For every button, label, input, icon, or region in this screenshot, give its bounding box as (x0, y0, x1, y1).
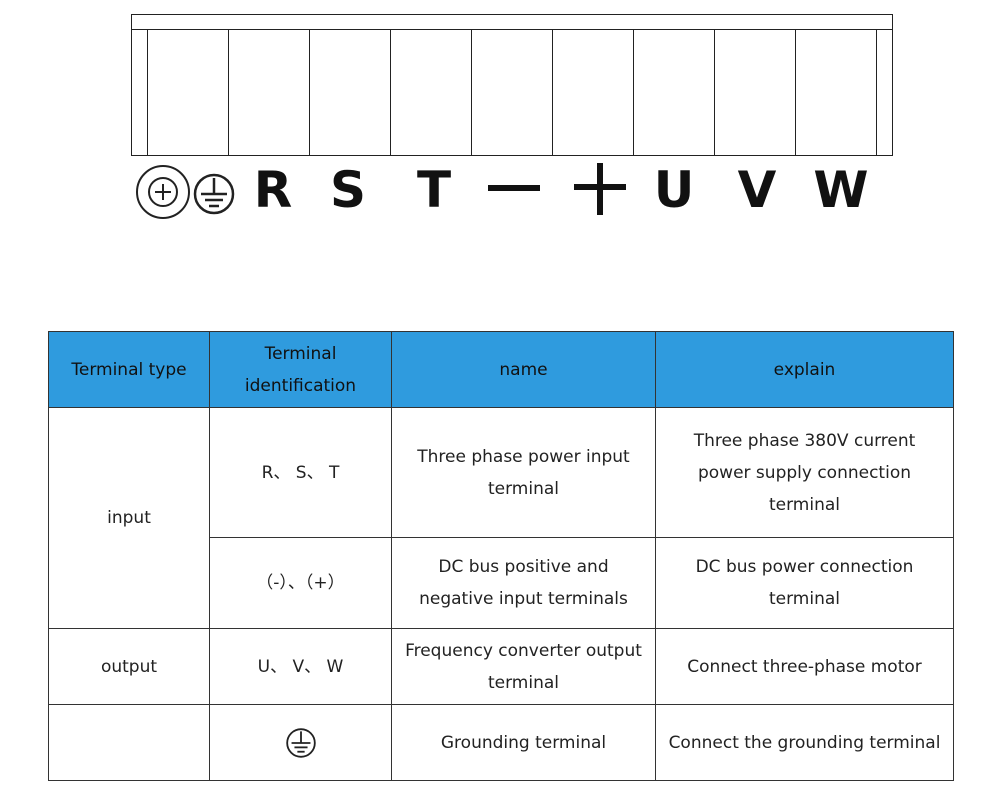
terminal-slot-divider (471, 29, 472, 155)
cell-name: Frequency converter output terminal (391, 628, 656, 705)
cell-terminal-type: output (48, 628, 210, 705)
terminal-block-top-rail (132, 15, 892, 30)
cell-explain: Three phase 380V current power supply co… (655, 407, 954, 538)
cell-name: DC bus positive and negative input termi… (391, 537, 656, 629)
table-row: output U、 V、 W Frequency converter outpu… (48, 628, 954, 705)
header-terminal-identification: Terminal identification (209, 331, 392, 408)
ground-icon (285, 727, 316, 758)
cell-terminal-identification: R、 S、 T (209, 407, 392, 538)
cell-explain: Connect the grounding terminal (655, 704, 954, 781)
header-name: name (391, 331, 656, 408)
terminal-label-v: V (737, 161, 777, 219)
terminal-slot-divider (228, 29, 229, 155)
cell-terminal-identification (209, 704, 392, 781)
terminal-slot-divider (876, 29, 877, 155)
terminal-slot-divider (390, 29, 391, 155)
table-row: （-）、（+） DC bus positive and negative inp… (49, 537, 954, 629)
terminal-label-row: R S T U V W (0, 160, 1002, 220)
cell-terminal-identification: （-）、（+） (209, 537, 392, 629)
terminal-label-s: S (329, 161, 366, 219)
terminal-label-r: R (253, 161, 293, 219)
terminal-table: Terminal type Terminal identification na… (48, 331, 954, 781)
table-row: input R、 S、 T Three phase power input te… (48, 407, 954, 629)
terminal-slot-divider (147, 29, 148, 155)
header-terminal-type: Terminal type (48, 331, 210, 408)
terminal-slot-divider (309, 29, 310, 155)
terminal-label-t: T (416, 161, 452, 219)
table-header-row: Terminal type Terminal identification na… (48, 331, 954, 408)
terminal-slot-divider (714, 29, 715, 155)
plus-in-double-circle-icon (136, 165, 190, 219)
plus-icon (574, 163, 626, 215)
minus-icon (488, 185, 540, 191)
cell-terminal-identification: U、 V、 W (209, 628, 392, 705)
ground-icon (193, 173, 235, 215)
terminal-slot-divider (633, 29, 634, 155)
terminal-block-diagram (131, 14, 893, 156)
cell-name: Three phase power input terminal (391, 407, 656, 538)
terminal-slot-divider (795, 29, 796, 155)
cell-explain: Connect three-phase motor (655, 628, 954, 705)
cell-terminal-type (48, 704, 210, 781)
cell-terminal-type: input (48, 407, 210, 629)
cell-name: Grounding terminal (391, 704, 656, 781)
terminal-label-w: W (813, 161, 869, 219)
terminal-slot-divider (552, 29, 553, 155)
cell-explain: DC bus power connection terminal (655, 537, 954, 629)
table-row: Grounding terminal Connect the grounding… (48, 704, 954, 781)
header-explain: explain (655, 331, 954, 408)
terminal-label-u: U (653, 161, 695, 219)
